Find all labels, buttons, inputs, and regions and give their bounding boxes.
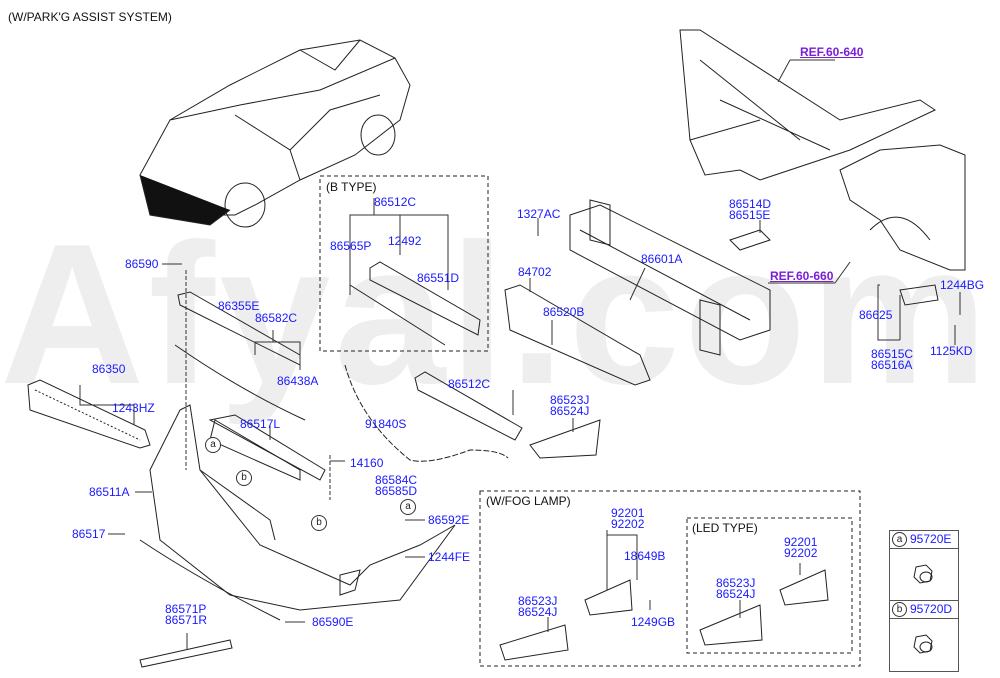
vehicle-illustration [139,39,411,228]
part-label-86582C[interactable]: 86582C [255,311,298,325]
part-label-led-92201[interactable]: 92201 [784,535,818,549]
caption-b-type: (B TYPE) [326,180,377,194]
part-label-fog-86523J[interactable]: 86523J [518,594,558,608]
part-label-86584C[interactable]: 86584C [375,473,418,487]
caption-fog-lamp: (W/FOG LAMP) [486,494,571,508]
part-label-86585D[interactable]: 86585D [375,484,418,498]
part-label-86601A[interactable]: 86601A [641,252,683,266]
part-label-86350[interactable]: 86350 [92,362,126,376]
legend-marker-b: b [892,602,907,617]
part-label-18649B[interactable]: 18649B [624,549,666,563]
part-label-86520B[interactable]: 86520B [543,305,585,319]
part-label-led-86523J[interactable]: 86523J [716,576,756,590]
part-label-1244BG[interactable]: 1244BG [940,278,985,292]
legend-image-b [890,619,958,670]
part-label-86523J[interactable]: 86523J [550,393,590,407]
part-label-86590[interactable]: 86590 [125,257,159,271]
strip-illustration [174,344,306,421]
part-label-b-86512C[interactable]: 86512C [374,195,417,209]
legend-part-b[interactable]: 95720D [910,602,953,616]
legend-row-a[interactable]: a 95720E [890,531,958,549]
part-label-86516A[interactable]: 86516A [871,358,913,372]
part-label-fog-92202[interactable]: 92202 [611,517,645,531]
sensor-legend: a 95720E b 95720D [889,530,959,672]
part-label-86511A[interactable]: 86511A [89,485,130,499]
part-label-86515C[interactable]: 86515C [871,347,914,361]
part-label-86524J[interactable]: 86524J [550,404,590,418]
ref-60-640[interactable]: REF.60-640 [800,45,864,59]
part-label-86625[interactable]: 86625 [859,308,893,322]
part-label-86590E[interactable]: 86590E [312,615,354,629]
part-label-86571P[interactable]: 86571P [165,602,207,616]
part-label-fog-86524J[interactable]: 86524J [518,605,558,619]
legend-part-a[interactable]: 95720E [910,532,952,546]
radiator-support-illustration [679,29,966,271]
part-label-86551D[interactable]: 86551D [417,271,460,285]
part-label-86512C[interactable]: 86512C [448,377,491,391]
part-label-fog-92201[interactable]: 92201 [611,506,645,520]
part-label-86515E[interactable]: 86515E [729,208,771,222]
legend-image-a [890,549,958,601]
part-label-86355E[interactable]: 86355E [218,299,260,313]
callout-b-2: b [311,515,327,531]
parking-sensor-icon [913,564,933,584]
part-label-1243HZ[interactable]: 1243HZ [112,401,155,415]
part-label-91840S[interactable]: 91840S [365,417,407,431]
grille-illustration [27,379,151,449]
lower-strip-illustration [139,539,281,621]
absorber-illustration [504,284,651,386]
wiring-harness-illustration [344,364,509,462]
ref-60-660[interactable]: REF.60-660 [770,269,834,283]
bumper-beam-illustration [569,199,771,356]
part-label-1327AC[interactable]: 1327AC [517,207,561,221]
part-label-14160[interactable]: 14160 [350,456,384,470]
legend-marker-a: a [892,532,907,547]
callout-a: a [205,437,221,453]
part-label-12492[interactable]: 12492 [388,234,422,248]
part-label-86514D[interactable]: 86514D [729,197,772,211]
part-label-84702[interactable]: 84702 [518,265,552,279]
part-label-led-92202[interactable]: 92202 [784,546,818,560]
legend-row-b[interactable]: b 95720D [890,601,958,619]
part-label-86517L[interactable]: 86517L [240,417,281,431]
callout-b: b [236,470,252,486]
callout-a-2: a [400,499,416,515]
part-label-86592E[interactable]: 86592E [428,513,470,527]
parking-sensor-icon [913,634,933,654]
part-label-86517[interactable]: 86517 [72,527,106,541]
part-label-1125KD[interactable]: 1125KD [930,344,973,358]
part-label-1244FE[interactable]: 1244FE [428,550,471,564]
part-label-86565P[interactable]: 86565P [330,239,372,253]
part-label-86571R[interactable]: 86571R [165,613,208,627]
part-label-led-86524J[interactable]: 86524J [716,587,756,601]
caption-led-type: (LED TYPE) [692,521,758,535]
diagram-title: (W/PARK'G ASSIST SYSTEM) [8,10,172,24]
part-label-86438A[interactable]: 86438A [277,374,319,388]
part-label-1249GB[interactable]: 1249GB [631,615,676,629]
